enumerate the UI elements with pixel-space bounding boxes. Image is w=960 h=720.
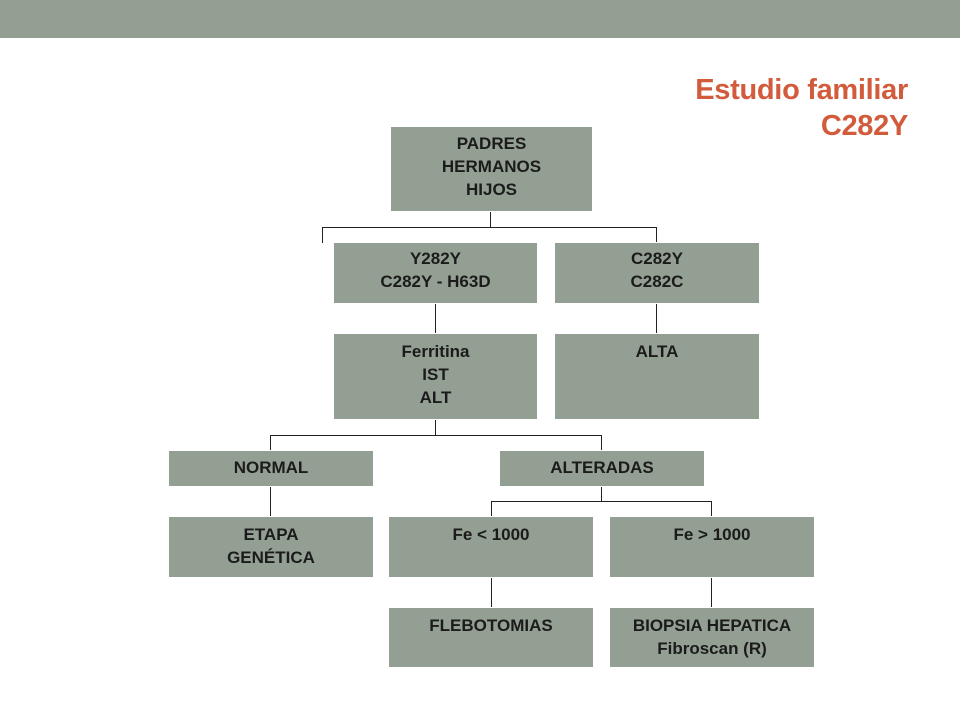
box-text: BIOPSIA HEPATICA bbox=[632, 616, 792, 635]
connector-line bbox=[322, 227, 657, 228]
connector-line bbox=[270, 435, 271, 451]
connector-line bbox=[601, 435, 602, 451]
box-etapa-genetica: ETAPA GENÉTICA bbox=[168, 516, 374, 578]
connector-line bbox=[491, 501, 712, 502]
box-text: HERMANOS bbox=[441, 157, 542, 176]
connector-line bbox=[322, 227, 323, 243]
box-text: ETAPA bbox=[243, 525, 299, 544]
top-banner bbox=[0, 0, 960, 38]
box-text: ALTERADAS bbox=[550, 458, 654, 477]
box-text: C282C bbox=[630, 272, 684, 291]
box-text: Ferritina bbox=[401, 342, 470, 361]
connector-line bbox=[711, 501, 712, 517]
connector-line bbox=[601, 486, 602, 501]
connector-line bbox=[270, 486, 271, 517]
title-line-2: C282Y bbox=[820, 110, 908, 142]
connector-line bbox=[491, 501, 492, 517]
connector-line bbox=[656, 303, 657, 334]
box-text: C282Y - H63D bbox=[380, 272, 491, 291]
box-normal: NORMAL bbox=[168, 450, 374, 487]
box-text: NORMAL bbox=[233, 458, 309, 477]
box-text: Y282Y bbox=[409, 249, 462, 268]
box-text: ALT bbox=[419, 388, 452, 407]
box-text: FLEBOTOMIAS bbox=[429, 616, 553, 635]
box-text: Fe < 1000 bbox=[452, 525, 530, 544]
box-y282y: Y282Y C282Y - H63D bbox=[333, 242, 538, 304]
connector-line bbox=[435, 419, 436, 435]
box-padres: PADRES HERMANOS HIJOS bbox=[390, 126, 593, 212]
connector-line bbox=[711, 577, 712, 608]
box-alta: ALTA bbox=[554, 333, 760, 420]
box-text: Fe > 1000 bbox=[673, 525, 751, 544]
box-text: C282Y bbox=[631, 249, 683, 268]
box-text: HIJOS bbox=[465, 180, 518, 199]
box-fe-high: Fe > 1000 bbox=[609, 516, 815, 578]
connector-line bbox=[435, 303, 436, 334]
box-c282y: C282Y C282C bbox=[554, 242, 760, 304]
connector-line bbox=[491, 577, 492, 608]
box-text: GENÉTICA bbox=[227, 548, 315, 567]
box-alteradas: ALTERADAS bbox=[499, 450, 705, 487]
box-text: IST bbox=[422, 365, 449, 384]
box-ferritina: Ferritina IST ALT bbox=[333, 333, 538, 420]
box-fe-low: Fe < 1000 bbox=[388, 516, 594, 578]
box-text: PADRES bbox=[456, 134, 527, 153]
box-text: Fibroscan (R) bbox=[657, 639, 767, 658]
slide-title: Estudio familiar C282Y bbox=[508, 72, 908, 144]
connector-line bbox=[656, 227, 657, 243]
connector-line bbox=[490, 211, 491, 227]
box-text: ALTA bbox=[635, 342, 679, 361]
box-biopsia: BIOPSIA HEPATICA Fibroscan (R) bbox=[609, 607, 815, 668]
title-line-1: Estudio familiar bbox=[695, 74, 908, 106]
box-flebotomias: FLEBOTOMIAS bbox=[388, 607, 594, 668]
connector-line bbox=[270, 435, 602, 436]
